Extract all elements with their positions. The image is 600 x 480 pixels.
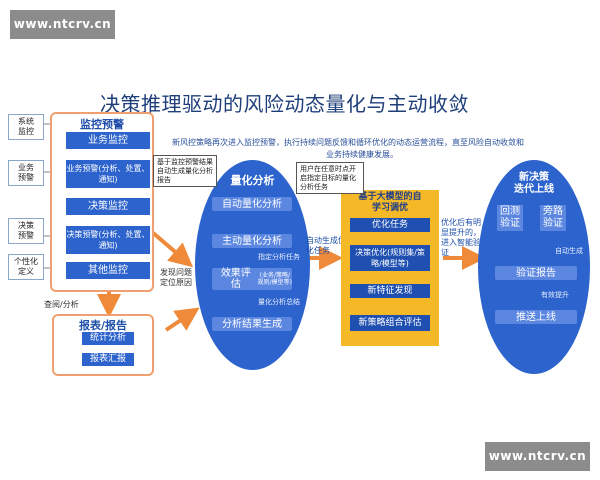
monitor-item-business-monitor[interactable]: 业务监控	[66, 132, 150, 149]
quant-note-summary: 量化分析总结	[258, 298, 300, 306]
intro-line-2: 业务持续健康发展。	[326, 150, 398, 159]
quant-callout: 基于监控预警结果 自动生成量化分析 报告	[153, 155, 217, 187]
llm-item-feature-discovery[interactable]: 新特征发现	[350, 284, 430, 298]
newdec-note-effective: 有效提升	[541, 291, 569, 299]
monitor-item-decision-alert[interactable]: 决策预警(分析、处置、 通知)	[66, 226, 150, 254]
llm-item-decision-optimize[interactable]: 决策优化(规则集/策 略/模型等)	[350, 245, 430, 271]
monitor-panel-header: 监控预警	[80, 118, 124, 131]
new-decision-header: 新决策 迭代上线	[514, 172, 554, 195]
side-label-business-alert: 业务 预警	[8, 160, 44, 186]
monitor-item-business-alert[interactable]: 业务预警(分析、处置、 通知)	[66, 160, 150, 188]
llm-item-strategy-eval[interactable]: 新策略组合评估	[350, 315, 430, 331]
quant-item-result[interactable]: 分析结果生成	[212, 317, 292, 331]
newdec-item-verify-report[interactable]: 验证报告	[495, 266, 577, 280]
auto-generate-task-label: 自动生成优 化任务	[306, 236, 346, 255]
quant-analysis-header: 量化分析	[230, 174, 275, 187]
monitor-item-other-monitor[interactable]: 其他监控	[66, 262, 150, 279]
quant-item-eval-label: 效果评估	[220, 268, 251, 290]
report-item-summary[interactable]: 报表汇报	[82, 353, 134, 366]
side-label-system-monitor: 系统 监控	[8, 114, 44, 140]
quant-item-auto[interactable]: 自动量化分析	[212, 197, 292, 211]
watermark-top: www.ntcrv.cn	[10, 10, 115, 39]
side-label-decision-alert: 决策 预警	[8, 218, 44, 244]
newdec-item-backtest[interactable]: 回测 验证	[497, 205, 523, 231]
locate-cause-label: 发现问题 定位原因	[160, 268, 192, 287]
side-label-custom-define: 个性化 定义	[8, 254, 44, 280]
quant-item-eval-sub: (业务/策略/ 规则/模型等)	[257, 272, 292, 286]
newdec-item-push-online[interactable]: 推送上线	[495, 310, 577, 324]
newdec-item-bypass[interactable]: 旁路 验证	[540, 205, 566, 231]
newdec-note-auto: 自动生成	[555, 247, 583, 255]
watermark-bottom: www.ntcrv.cn	[485, 442, 590, 471]
llm-tuning-header: 基于大模型的自 学习调优	[358, 192, 422, 213]
llm-callout: 用户在任意时点开 启指定目标的量化 分析任务	[296, 162, 364, 194]
page-title: 决策推理驱动的风险动态量化与主动收敛	[100, 92, 469, 116]
quant-item-eval[interactable]: 效果评估 (业务/策略/ 规则/模型等)	[212, 268, 292, 290]
quant-note-task: 指定分析任务	[258, 253, 300, 261]
report-item-statistics[interactable]: 统计分析	[82, 332, 134, 345]
quant-analysis-ellipse	[195, 160, 310, 370]
query-analysis-label: 查阅/分析	[44, 300, 79, 309]
report-panel-header: 报表/报告	[78, 319, 128, 332]
enter-verify-label: 优化后有明 显提升的， 进入智能验 证	[441, 218, 481, 257]
intro-line-1: 新风控策略再次进入监控预警，执行持续问题反馈和循环优化的动态运营流程，直至风险自…	[172, 138, 524, 147]
quant-item-active[interactable]: 主动量化分析	[212, 234, 292, 248]
monitor-item-decision-monitor[interactable]: 决策监控	[66, 198, 150, 215]
llm-item-optimize-task[interactable]: 优化任务	[350, 218, 430, 232]
